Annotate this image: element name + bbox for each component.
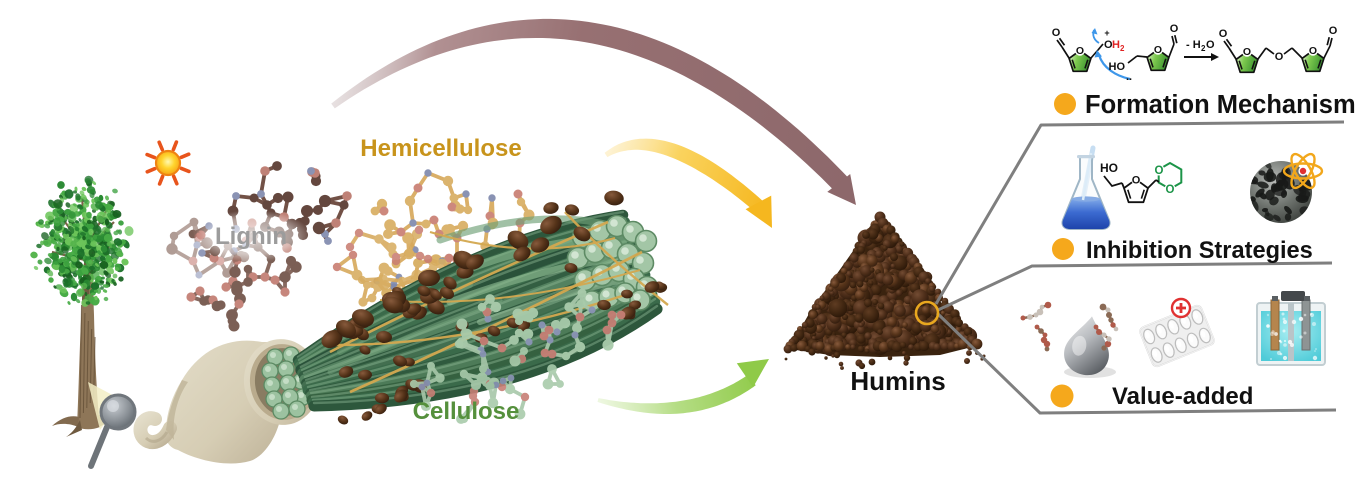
svg-text:Hemicellulose: Hemicellulose [360,135,521,162]
svg-text:O: O [1104,39,1113,51]
svg-text:HO: HO [1100,161,1118,175]
svg-text:Inhibition Strategies: Inhibition Strategies [1086,238,1313,264]
svg-text:H: H [1112,39,1120,51]
svg-text:O: O [1170,23,1179,35]
svg-text:2: 2 [1120,44,1125,53]
svg-text:O: O [1329,25,1338,37]
svg-text:O: O [1206,39,1215,51]
svg-text:O: O [1155,165,1164,177]
svg-text:O: O [1154,44,1162,56]
svg-text:O: O [1309,45,1317,57]
svg-text:O: O [1076,45,1084,57]
svg-text:+: + [1104,28,1109,38]
svg-text:Lignin: Lignin [215,223,287,250]
svg-text:O: O [1243,46,1251,58]
svg-text:O: O [1052,27,1061,39]
svg-text:2: 2 [1201,44,1206,53]
svg-text:O: O [1275,51,1284,63]
svg-text:Value-added: Value-added [1112,383,1253,410]
svg-text:- H: - H [1186,39,1201,51]
svg-text:O: O [1132,174,1141,186]
svg-text:O: O [1219,28,1228,40]
svg-text:HO: HO [1109,61,1126,73]
svg-text:..: .. [1126,71,1132,83]
svg-text:Cellulose: Cellulose [413,398,520,425]
svg-text:Formation Mechanism: Formation Mechanism [1085,91,1356,119]
svg-text:Humins: Humins [850,366,945,396]
svg-text:O: O [1166,184,1175,196]
